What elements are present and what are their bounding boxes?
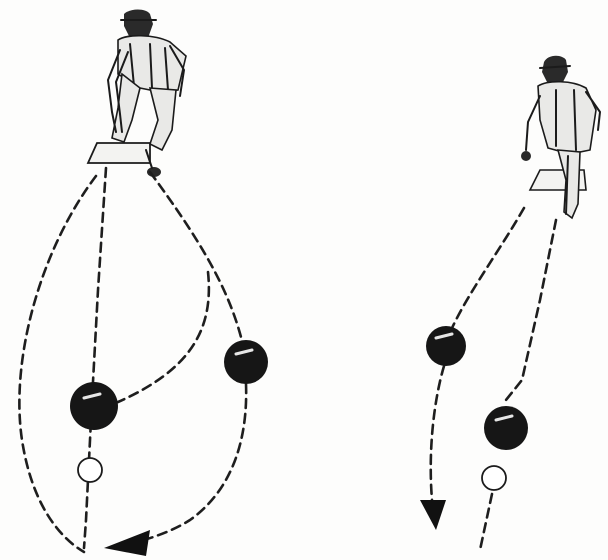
jack-left xyxy=(78,458,102,482)
bowler-right-arm xyxy=(526,96,540,150)
arrowhead-left xyxy=(104,530,150,556)
follow-path-right-bowl xyxy=(118,384,246,546)
draw-path-to-right-bowl xyxy=(150,172,243,345)
bowler-left-head xyxy=(124,10,153,39)
bowler-right-figure xyxy=(521,56,600,218)
aim-line-left xyxy=(84,168,106,548)
bowler-left-back-leg xyxy=(150,88,176,150)
arrowhead-right xyxy=(420,500,446,530)
follow-path-right-bowl1 xyxy=(431,366,444,500)
aim-line-right xyxy=(506,220,556,400)
branch-path-to-left-bowl xyxy=(118,272,209,402)
bowl-left-near-jack xyxy=(70,382,118,430)
aim-line-right-lower xyxy=(480,494,492,550)
draw-path-right-bowl1 xyxy=(452,208,524,328)
wide-draw-path-left xyxy=(19,176,96,552)
mat-left xyxy=(88,143,150,163)
bowl-right-upper xyxy=(426,326,466,366)
jack-right xyxy=(482,466,506,490)
bowl-left-right-side xyxy=(224,340,268,384)
bowl-right-lower xyxy=(484,406,528,450)
bowler-right-head xyxy=(542,56,568,84)
